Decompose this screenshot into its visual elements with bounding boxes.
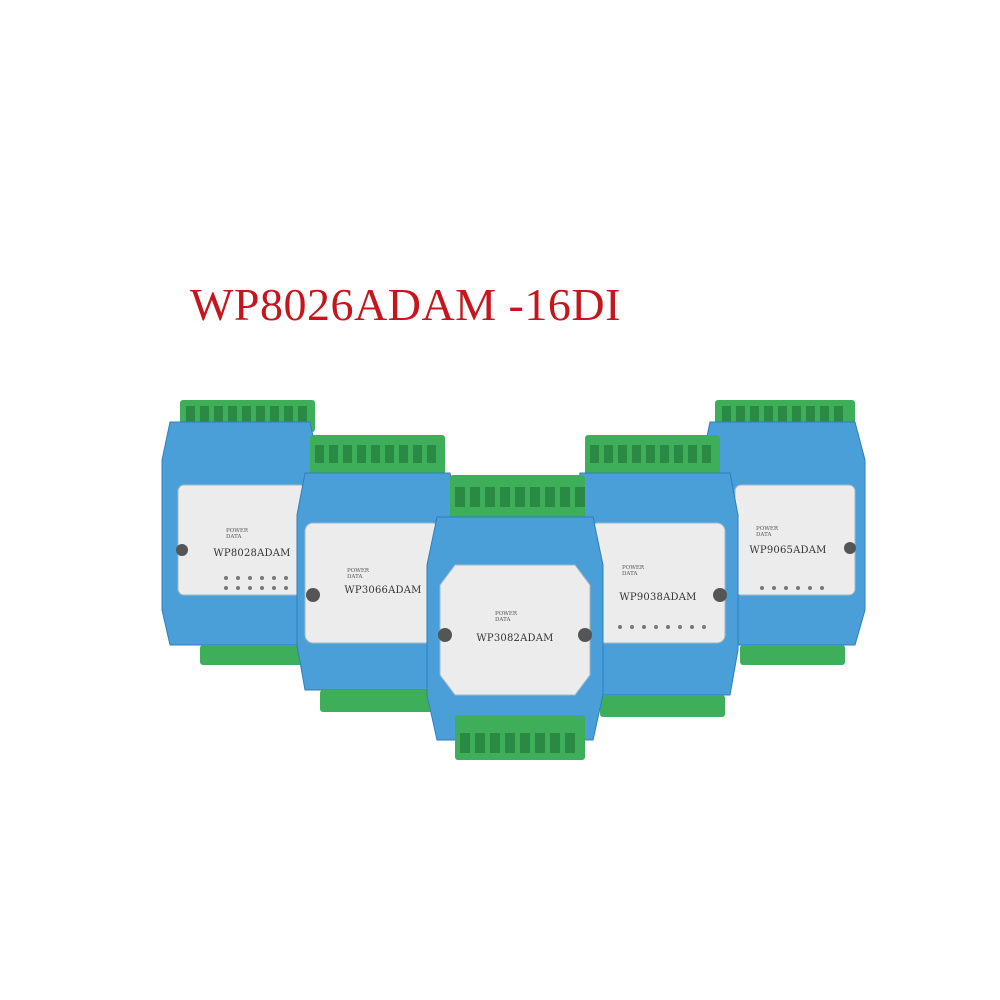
power-indicator-label: POWER xyxy=(756,526,779,532)
module-model-label: WP3066ADAM xyxy=(344,585,422,596)
power-indicator-label: POWER xyxy=(226,528,249,534)
module-illustration xyxy=(701,400,866,665)
io-module-wp3082: WP3082ADAM POWER DATA xyxy=(425,475,605,765)
module-indicator-labels: POWER DATA xyxy=(347,568,369,580)
io-module-wp9065: WP9065ADAM POWER DATA xyxy=(700,400,868,665)
data-indicator-label: DATA xyxy=(495,617,511,623)
data-indicator-label: DATA xyxy=(622,571,638,577)
data-indicator-label: DATA xyxy=(347,574,363,580)
io-module-wp9038: WP9038ADAM POWER DATA xyxy=(570,435,740,720)
module-model-label: WP3082ADAM xyxy=(476,633,554,644)
module-illustration xyxy=(571,435,739,717)
product-title: WP8026ADAM -16DI xyxy=(190,279,621,330)
module-model-label: WP9065ADAM xyxy=(749,545,827,556)
power-indicator-label: POWER xyxy=(495,611,518,617)
module-model-label: WP9038ADAM xyxy=(619,592,697,603)
module-model-label: WP8028ADAM xyxy=(213,548,291,559)
data-indicator-label: DATA xyxy=(226,534,242,540)
module-indicator-labels: POWER DATA xyxy=(622,565,644,577)
module-illustration xyxy=(296,435,459,712)
module-indicator-labels: POWER DATA xyxy=(495,611,517,623)
module-indicator-labels: POWER DATA xyxy=(226,528,248,540)
module-indicator-labels: POWER DATA xyxy=(756,526,778,538)
power-indicator-label: POWER xyxy=(622,565,645,571)
power-indicator-label: POWER xyxy=(347,568,370,574)
module-illustration xyxy=(426,475,604,760)
io-module-wp8028: WP8028ADAM POWER DATA xyxy=(160,400,320,665)
io-module-wp3066: WP3066ADAM POWER DATA xyxy=(295,435,460,715)
module-illustration xyxy=(161,400,319,665)
data-indicator-label: DATA xyxy=(756,532,772,538)
